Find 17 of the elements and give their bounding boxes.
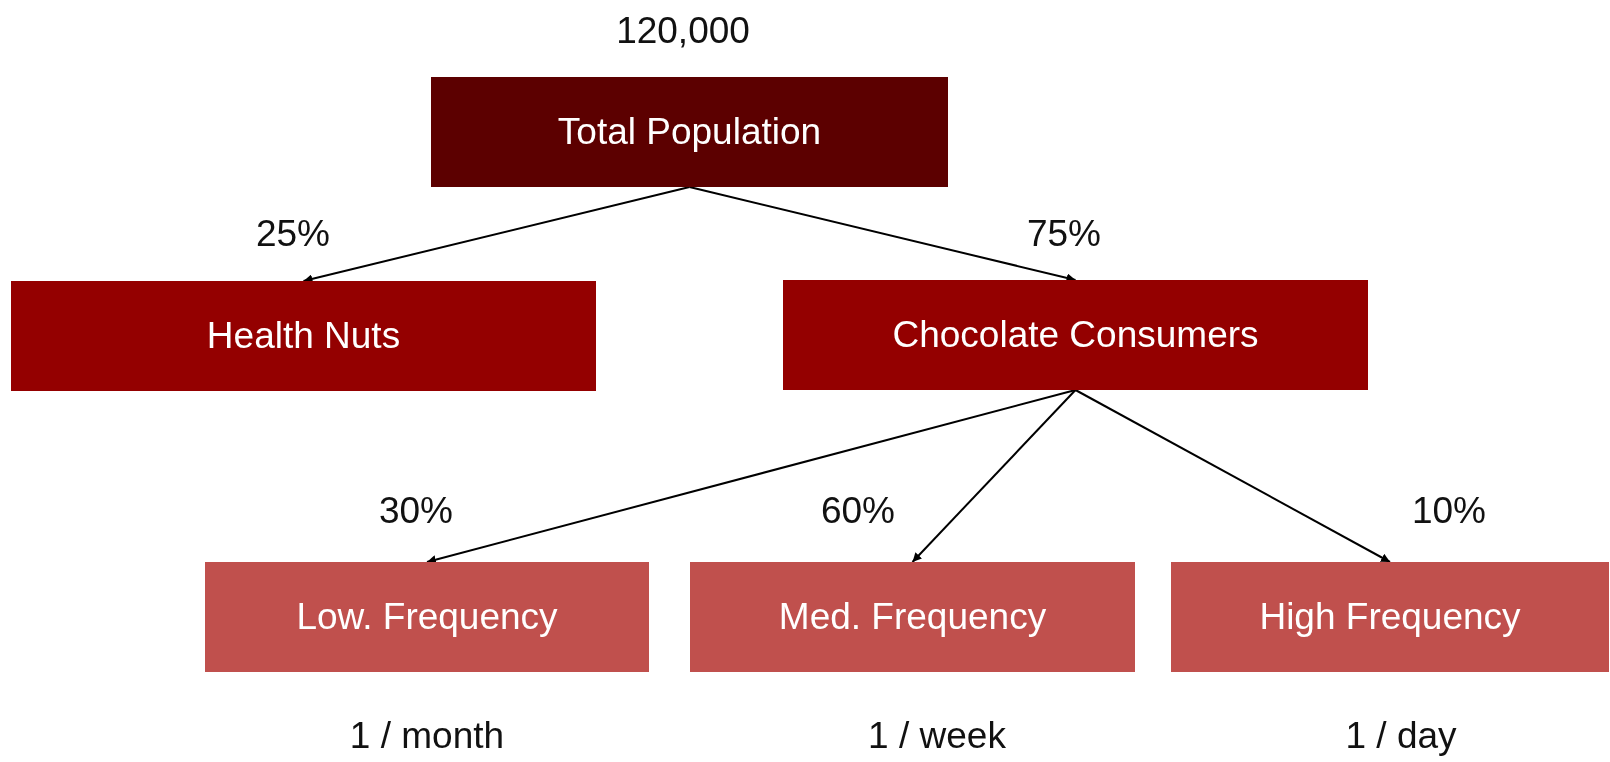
- box-label: Low. Frequency: [296, 596, 558, 638]
- arrow: [911, 389, 1077, 563]
- arrow: [688, 186, 1077, 283]
- box-label: Health Nuts: [206, 315, 401, 357]
- arrow: [1074, 389, 1391, 563]
- box-label: High Frequency: [1259, 596, 1521, 638]
- box-label: Med. Frequency: [778, 596, 1047, 638]
- arrow: [426, 389, 1077, 565]
- process-box: [783, 280, 1368, 390]
- box-label: Total Population: [557, 111, 822, 153]
- process-box: [205, 562, 649, 672]
- process-box: [690, 562, 1135, 672]
- process-box: [1171, 562, 1609, 672]
- arrow: [302, 186, 691, 284]
- process-box: [11, 281, 596, 391]
- box-label: Chocolate Consumers: [892, 314, 1259, 356]
- process-box: [431, 77, 948, 187]
